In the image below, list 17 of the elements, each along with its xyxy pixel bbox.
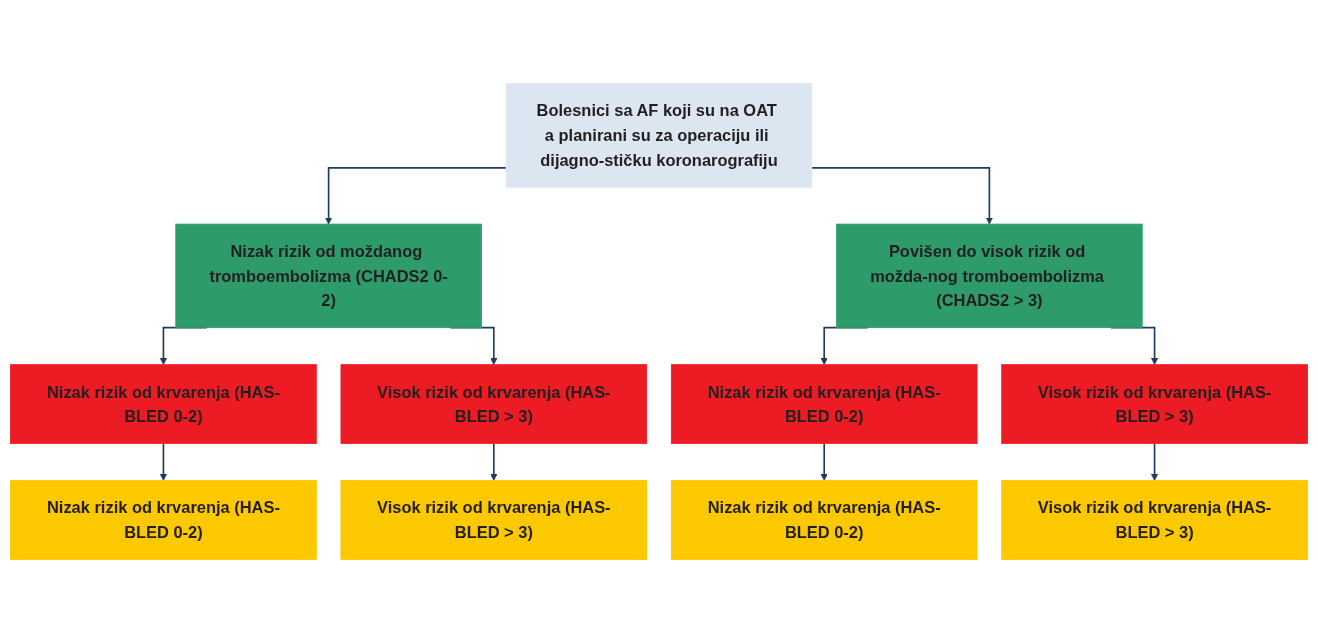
node-box: Nizak rizik od krvarenja (HAS-BLED 0-2): [670, 480, 978, 560]
arrow: [490, 442, 498, 481]
node-box: Nizak rizik od krvarenja (HAS-BLED 0-2): [670, 364, 978, 444]
node-box: Visok rizik od krvarenja (HAS-BLED > 3): [340, 364, 648, 444]
node-box: Bolesnici sa AF koji su na OAT a planirani su za operaciju ili dijagno-stičku koronarografiju: [505, 83, 813, 188]
node-box: Visok rizik od krvarenja (HAS-BLED > 3): [340, 480, 648, 560]
node-box: Nizak rizik od moždanog tromboembolizma (CHADS2 0-2): [175, 223, 482, 329]
node-box: Nizak rizik od krvarenja (HAS-BLED 0-2): [10, 480, 317, 560]
node-box: Povišen do visok rizik od možda-nog tromboembolizma (CHADS2 > 3): [836, 223, 1143, 329]
arrow: [811, 167, 993, 225]
node-box: Visok rizik od krvarenja (HAS-BLED > 3): [1001, 480, 1308, 560]
arrow: [1150, 442, 1159, 481]
arrow: [820, 442, 828, 481]
node-box: Visok rizik od krvarenja (HAS-BLED > 3): [1001, 364, 1308, 444]
node-box: Nizak rizik od krvarenja (HAS-BLED 0-2): [10, 364, 317, 444]
arrow: [159, 442, 168, 481]
arrow: [325, 167, 507, 225]
